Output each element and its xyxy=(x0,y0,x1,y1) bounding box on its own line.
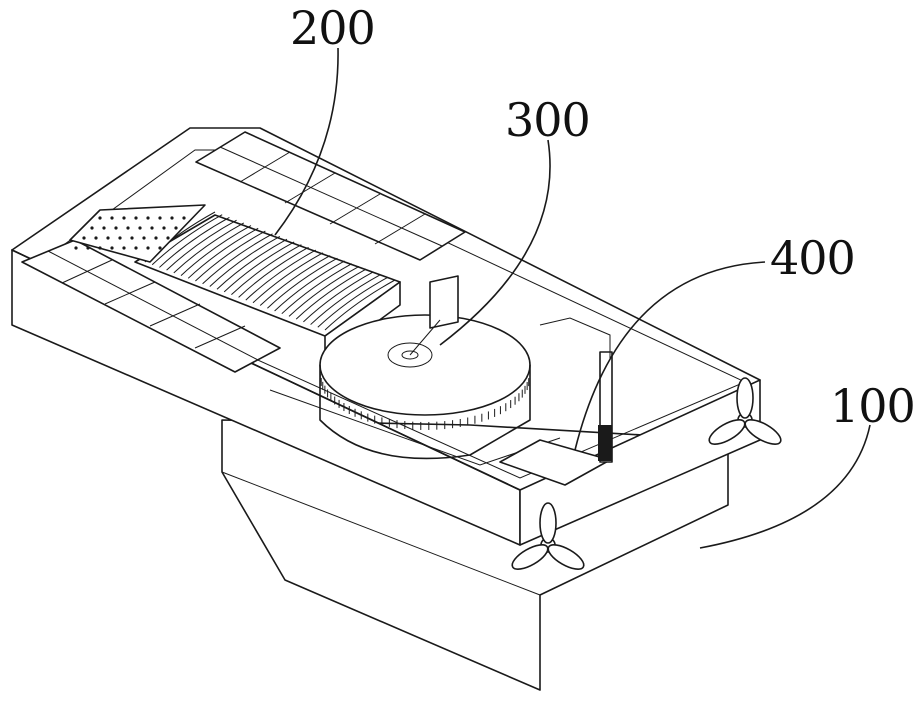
label-200: 200 xyxy=(290,1,375,55)
label-100: 100 xyxy=(830,379,915,433)
label-300: 300 xyxy=(505,93,590,147)
label-400: 400 xyxy=(770,231,855,285)
